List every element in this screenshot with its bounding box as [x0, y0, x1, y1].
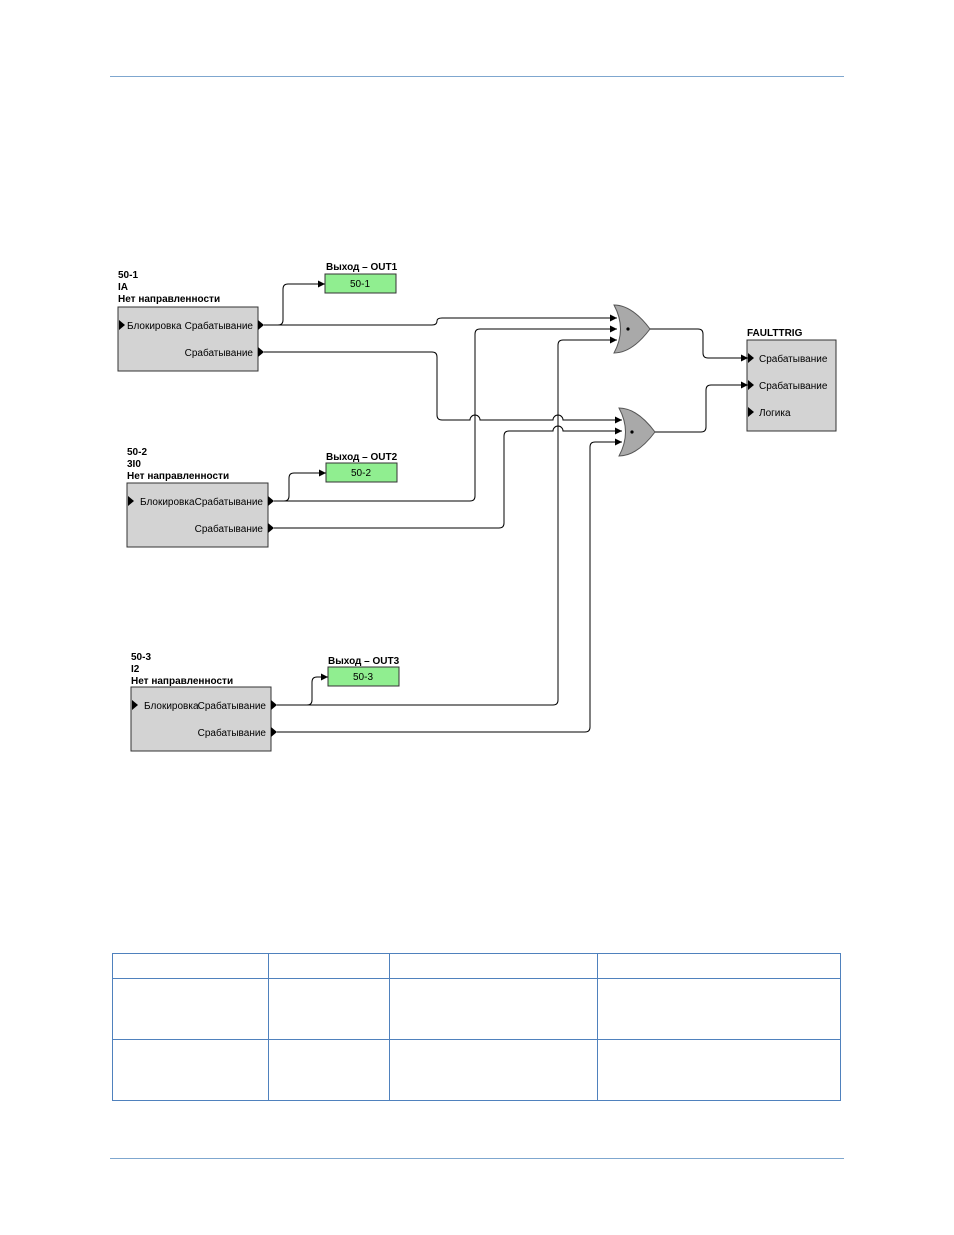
wire-b3-out1-to-or1	[277, 336, 617, 706]
element-block-50-2[interactable]: 50-2 3I0 Нет направленности Блокировка С…	[126, 447, 274, 548]
block-50-2-name: 50-2	[127, 447, 147, 458]
element-block-50-1[interactable]: 50-1 IA Нет направленности Блокировка Ср…	[117, 270, 264, 372]
header-rule	[110, 76, 844, 77]
output-out3-title: Выход – OUT3	[328, 656, 400, 667]
or-gate-1[interactable]	[613, 304, 651, 354]
faulttrig-block[interactable]: FAULTTRIG Срабатывание Срабатывание Логи…	[746, 328, 837, 432]
block-50-2-source: 3I0	[127, 459, 141, 470]
output-out3-value: 50-3	[353, 672, 373, 683]
table-cell	[389, 953, 598, 979]
block-50-2-input-arrow	[128, 496, 134, 506]
wire-or2-to-faulttrig	[655, 381, 748, 433]
element-block-50-3[interactable]: 50-3 I2 Нет направленности Блокировка Ср…	[130, 652, 277, 752]
block-50-3-out1-arrow	[271, 700, 277, 710]
output-out1-title: Выход – OUT1	[326, 262, 398, 273]
table-cell	[597, 953, 841, 979]
block-50-1-out2-label: Срабатывание	[185, 347, 254, 359]
or-gate-1-dot	[626, 327, 630, 331]
faulttrig-in3-label: Логика	[759, 408, 791, 419]
wire-b1-out1-to-or1	[264, 314, 617, 326]
block-50-1-out1-label: Срабатывание	[185, 320, 254, 332]
block-50-1-out1-arrow	[258, 320, 264, 330]
output-out2[interactable]: Выход – OUT2 50-2	[325, 452, 398, 483]
block-50-2-mode: Нет направленности	[127, 471, 229, 482]
block-50-1-out2-arrow	[258, 347, 264, 357]
faulttrig-box[interactable]	[746, 339, 837, 432]
block-50-2-out1-label: Срабатывание	[195, 496, 264, 508]
block-50-3-out1-label: Срабатывание	[198, 700, 267, 712]
or-gate-2[interactable]	[618, 407, 656, 457]
output-out1[interactable]: Выход – OUT1 50-1	[324, 262, 398, 294]
block-50-2-out1-arrow	[268, 496, 274, 506]
table-row	[112, 978, 841, 1040]
block-50-3-mode: Нет направленности	[131, 676, 233, 687]
block-50-3-source: I2	[131, 664, 140, 675]
table-cell	[112, 978, 269, 1040]
table-cell	[268, 1039, 390, 1101]
output-out2-title: Выход – OUT2	[326, 452, 398, 463]
faulttrig-in1-arrow	[748, 353, 754, 363]
faulttrig-in2-arrow	[748, 380, 754, 390]
table-row	[112, 1039, 841, 1101]
wire-b2-out2-to-or2	[274, 425, 622, 529]
table-header-row	[112, 953, 841, 979]
block-50-1-input-arrow	[119, 320, 125, 330]
table-cell	[597, 978, 841, 1040]
block-50-1-in-label: Блокировка	[127, 321, 182, 332]
wire-or1-to-faulttrig	[650, 328, 748, 362]
block-50-3-name: 50-3	[131, 652, 151, 663]
table-cell	[597, 1039, 841, 1101]
block-50-3-in-label: Блокировка	[144, 701, 199, 712]
block-50-3-box[interactable]	[130, 686, 272, 752]
wire-b2-out1-to-or1	[274, 325, 617, 502]
faulttrig-title: FAULTTRIG	[747, 328, 803, 339]
wire-b3-out1-to-out3	[277, 673, 328, 706]
faulttrig-in2-label: Срабатывание	[759, 380, 828, 392]
block-50-1-source: IA	[118, 282, 128, 293]
output-out2-value: 50-2	[351, 468, 371, 479]
block-50-3-out2-arrow	[271, 727, 277, 737]
block-50-3-out2-label: Срабатывание	[198, 727, 267, 739]
block-50-2-out2-label: Срабатывание	[195, 523, 264, 535]
or-gate-2-dot	[630, 430, 634, 434]
wire-b3-out2-to-or2	[277, 438, 622, 733]
data-table	[112, 953, 841, 1101]
block-50-2-out2-arrow	[268, 523, 274, 533]
faulttrig-in3-arrow	[748, 407, 754, 417]
table-cell	[268, 978, 390, 1040]
wire-b1-out1-to-out1	[264, 280, 325, 326]
table-cell	[112, 1039, 269, 1101]
table-cell	[389, 1039, 598, 1101]
wire-b2-out1-to-out2	[274, 469, 326, 502]
block-50-2-box[interactable]	[126, 482, 269, 548]
block-50-3-input-arrow	[132, 700, 138, 710]
table-cell	[268, 953, 390, 979]
table-cell	[112, 953, 269, 979]
output-out3[interactable]: Выход – OUT3 50-3	[327, 656, 400, 687]
block-50-1-mode: Нет направленности	[118, 294, 220, 305]
block-50-1-name: 50-1	[118, 270, 138, 281]
wire-b1-out2-to-or2	[264, 351, 622, 424]
block-50-1-box[interactable]	[117, 306, 259, 372]
block-50-2-in-label: Блокировка	[140, 497, 195, 508]
faulttrig-in1-label: Срабатывание	[759, 353, 828, 365]
wires	[264, 280, 748, 733]
table-cell	[389, 978, 598, 1040]
footer-rule	[110, 1158, 844, 1159]
output-out1-value: 50-1	[350, 279, 370, 290]
